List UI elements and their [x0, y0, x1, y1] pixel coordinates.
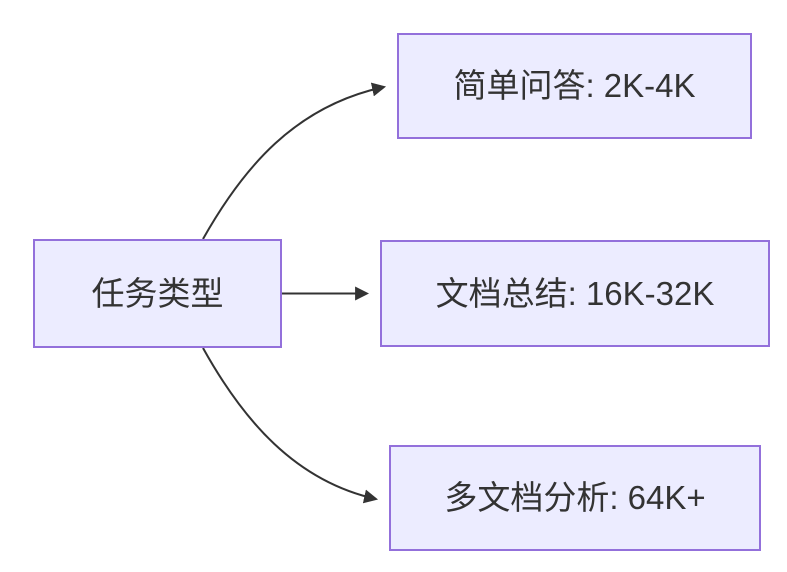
edge-root-to-multi-doc-analysis — [202, 347, 379, 504]
node-simple-qa-label: 简单问答: 2K-4K — [453, 67, 696, 105]
node-simple-qa: 简单问答: 2K-4K — [397, 33, 752, 139]
node-multi-doc-analysis-label: 多文档分析: 64K+ — [444, 479, 706, 517]
node-task-type-label: 任务类型 — [91, 274, 224, 312]
node-doc-summary-label: 文档总结: 16K-32K — [435, 274, 715, 312]
node-doc-summary: 文档总结: 16K-32K — [380, 240, 770, 347]
edge-root-to-simple-qa — [202, 82, 387, 240]
node-multi-doc-analysis: 多文档分析: 64K+ — [389, 445, 761, 551]
node-task-type: 任务类型 — [33, 239, 282, 348]
